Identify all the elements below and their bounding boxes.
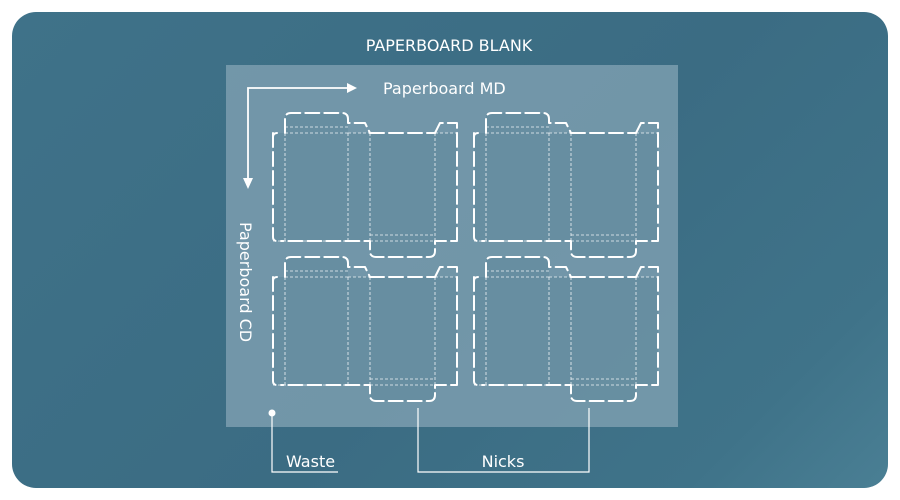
waste-leader-line — [271, 413, 338, 473]
nicks-bracket — [417, 408, 590, 473]
carton-blank — [272, 112, 458, 258]
diagram-title: PAPERBOARD BLANK — [366, 36, 533, 55]
carton-blank — [473, 256, 659, 402]
carton-blank — [272, 256, 458, 402]
cd-arrowhead-icon — [243, 178, 253, 189]
carton-blank — [473, 112, 659, 258]
nicks-label: Nicks — [482, 452, 525, 471]
waste-label: Waste — [286, 452, 335, 471]
md-arrowhead-icon — [347, 83, 357, 93]
cd-label: Paperboard CD — [236, 222, 255, 342]
md-arrow — [247, 87, 348, 178]
md-label: Paperboard MD — [383, 79, 506, 98]
